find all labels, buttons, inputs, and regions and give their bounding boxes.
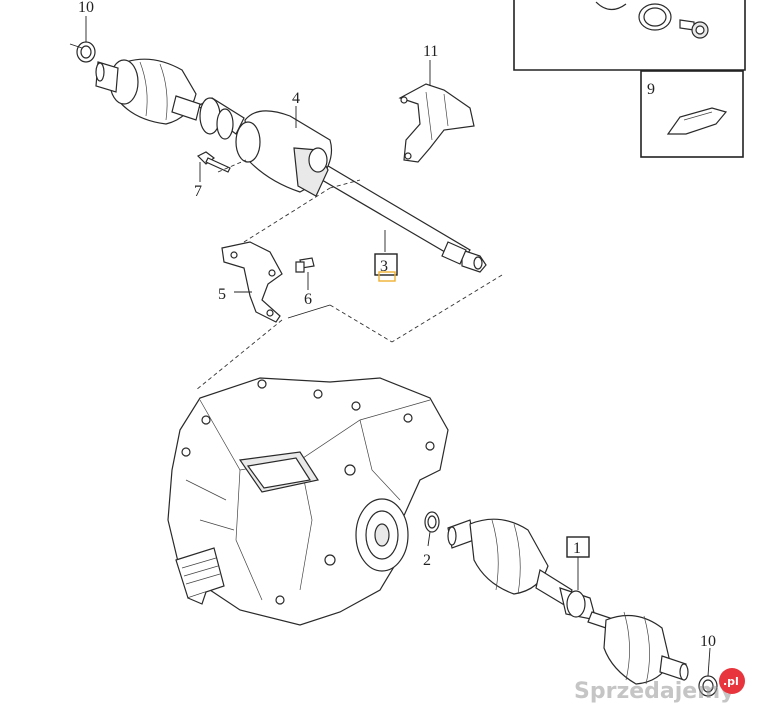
- callout-4: 4: [292, 90, 300, 107]
- callout-labels: 10 4 11 7 5 6 3 2 1 10: [78, 0, 716, 650]
- callout-10-bottom: 10: [700, 633, 716, 650]
- callout-2: 2: [423, 552, 431, 569]
- bolt-6: [295, 257, 315, 273]
- bracket-5: [221, 241, 283, 323]
- watermark: Sprzedajemy .pl: [574, 668, 745, 704]
- left-driveshaft: [95, 58, 487, 273]
- seal-2: [424, 511, 440, 533]
- callout-10-top: 10: [78, 0, 94, 16]
- callout-5: 5: [218, 286, 226, 303]
- callout-11: 11: [423, 43, 438, 60]
- inset-frame-top: [513, 0, 746, 71]
- callout-1: 1: [573, 540, 581, 557]
- heat-shield-11: [398, 83, 475, 163]
- callout-6: 6: [304, 291, 312, 308]
- callout-9: 9: [647, 81, 655, 98]
- inset-frame-9: 9: [640, 70, 744, 158]
- callout-1-box: [566, 536, 590, 558]
- washer-10-top: [76, 41, 96, 63]
- watermark-badge-text: .pl: [723, 675, 739, 688]
- watermark-text: Sprzedajemy: [574, 679, 735, 704]
- callout-3: 3: [380, 258, 388, 275]
- bolt-7: [196, 151, 231, 173]
- right-driveshaft: [447, 518, 689, 685]
- watermark-badge: [719, 668, 745, 694]
- callout-3-box: [374, 253, 398, 276]
- callout-3-highlight: [378, 271, 396, 282]
- dashed-guides: [195, 159, 503, 391]
- transmission: [167, 377, 449, 626]
- leader-lines: [69, 16, 711, 677]
- callout-7: 7: [194, 183, 202, 200]
